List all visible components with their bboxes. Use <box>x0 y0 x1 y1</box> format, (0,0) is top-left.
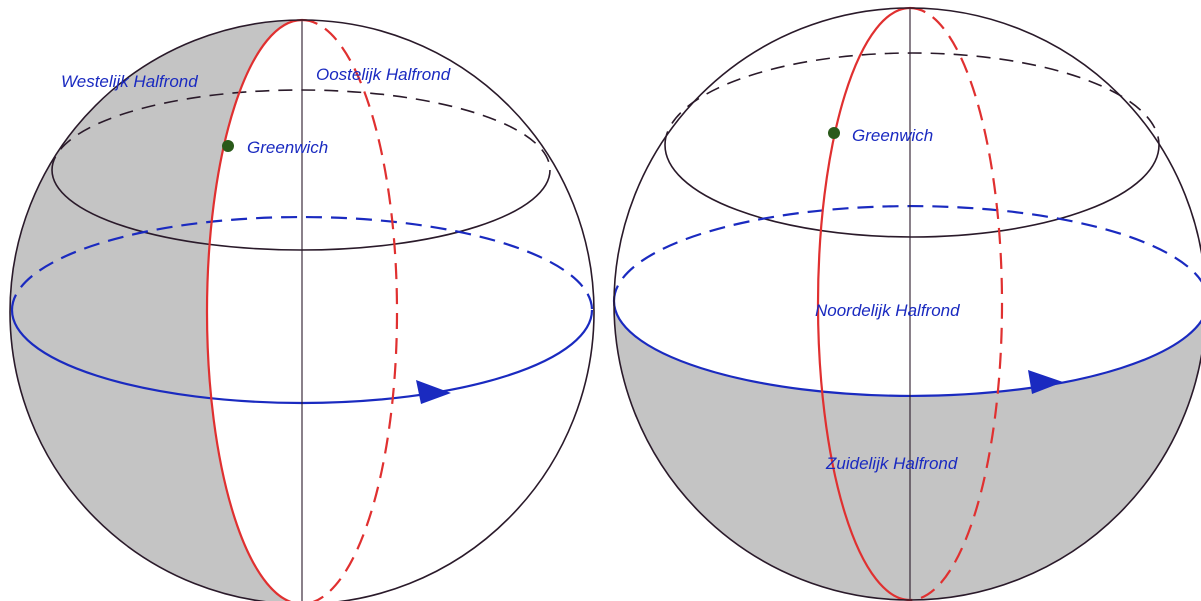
prime-meridian-back <box>301 18 399 601</box>
equator-back <box>10 215 594 311</box>
latitude-circle-back <box>51 89 551 171</box>
latitude-circle-front <box>664 144 1160 238</box>
label-northern-hemisphere: Noordelijk Halfrond <box>815 301 960 320</box>
western-hemisphere-shade <box>10 20 302 601</box>
label-western-hemisphere: Westelijk Halfrond <box>61 72 198 91</box>
label-southern-hemisphere: Zuidelijk Halfrond <box>825 454 958 473</box>
prime-meridian-back <box>909 6 1004 601</box>
prime-meridian-front <box>205 18 303 601</box>
equator-arrow <box>416 380 451 404</box>
greenwich-dot <box>828 127 840 139</box>
right-globe-outline <box>613 7 1201 601</box>
equator-front <box>612 300 1201 398</box>
left-globe: Westelijk Halfrond Oostelijk Halfrond Gr… <box>9 18 595 601</box>
left-globe-outline <box>9 19 595 601</box>
label-greenwich: Greenwich <box>247 138 328 157</box>
label-eastern-hemisphere: Oostelijk Halfrond <box>316 65 451 84</box>
southern-hemisphere-shade <box>614 301 1201 600</box>
latitude-circle-front <box>51 169 551 251</box>
prime-meridian-front <box>816 6 911 601</box>
right-globe: Greenwich Noordelijk Halfrond Zuidelijk … <box>612 6 1201 601</box>
greenwich-dot <box>222 140 234 152</box>
label-greenwich: Greenwich <box>852 126 933 145</box>
equator-arrow <box>1028 370 1063 394</box>
equator-back <box>612 204 1201 302</box>
